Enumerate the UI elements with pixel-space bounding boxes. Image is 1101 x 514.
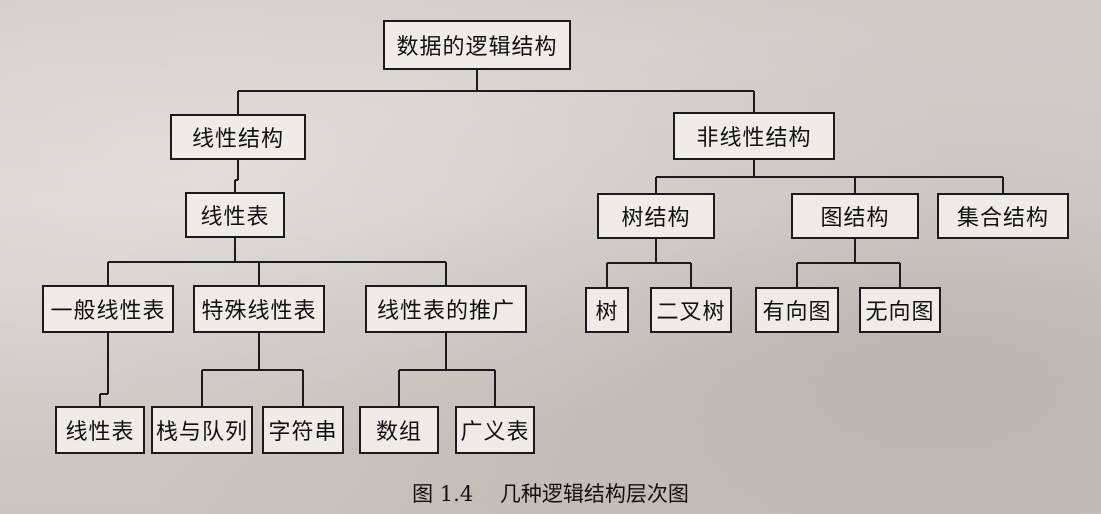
node-undirected-graph: 无向图 [859,287,941,333]
node-directed-graph: 有向图 [755,287,839,333]
node-general-linear-list: 一般线性表 [42,285,174,333]
figure-caption: 图 1.4 几种逻辑结构层次图 [412,482,689,506]
node-binary-tree: 二叉树 [650,287,732,333]
node-array: 数组 [359,406,439,454]
node-special-linear-list: 特殊线性表 [193,285,325,333]
node-tree-structure: 树结构 [597,193,715,239]
node-linear: 线性结构 [170,114,306,160]
node-linear-list-extension: 线性表的推广 [365,285,527,333]
node-set-structure: 集合结构 [937,193,1069,239]
node-root: 数据的逻辑结构 [383,20,571,70]
node-nonlinear: 非线性结构 [673,112,835,160]
node-linear-list: 线性表 [185,192,285,238]
node-string: 字符串 [262,406,344,454]
node-stack-queue: 栈与队列 [151,406,253,454]
node-generalized-list: 广义表 [455,406,535,454]
node-graph-structure: 图结构 [791,193,919,239]
node-linear-list-leaf: 线性表 [55,406,145,454]
node-tree: 树 [585,287,629,333]
